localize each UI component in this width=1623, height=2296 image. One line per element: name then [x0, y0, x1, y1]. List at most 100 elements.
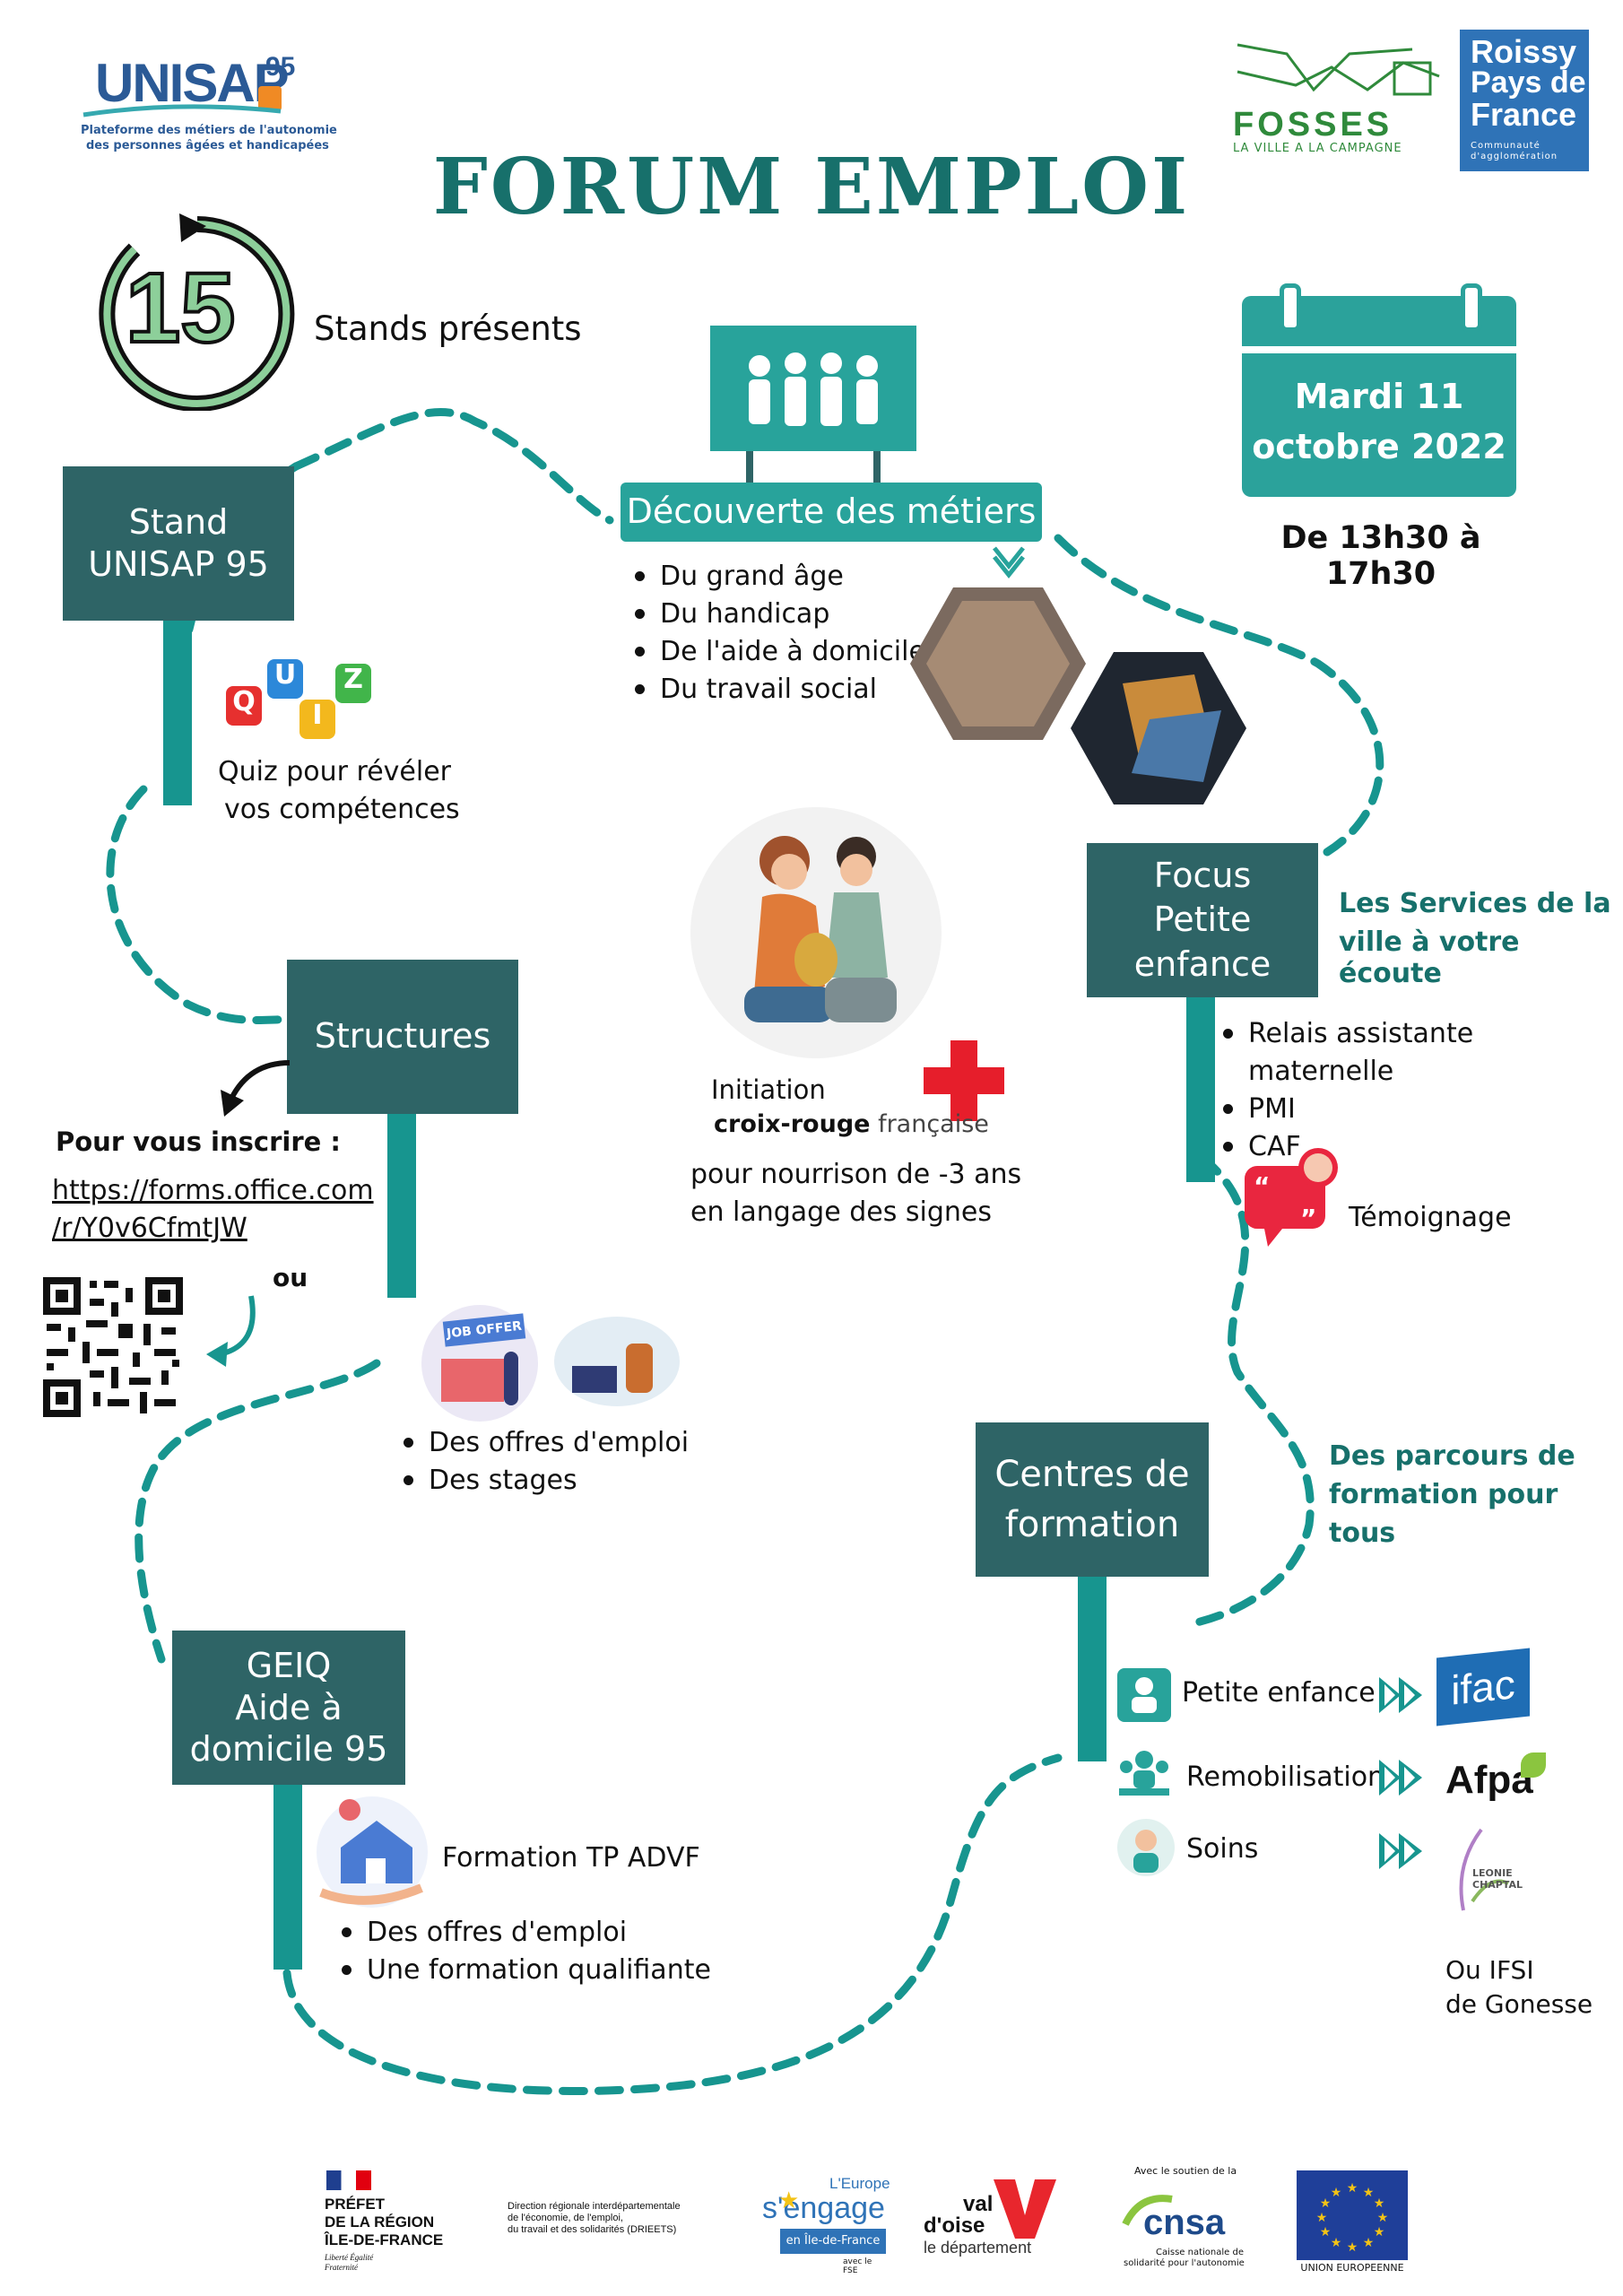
double-chevron-right-icon [1379, 1760, 1422, 1796]
quiz-letter-i: I [299, 700, 335, 739]
leonie-chaptal-text: LEONIE CHAPTAL [1472, 1867, 1523, 1891]
double-chevron-right-icon [1379, 1833, 1422, 1869]
temoignage-label: Témoignage [1349, 1202, 1512, 1233]
europe-line-2: s'engage [762, 2191, 885, 2225]
svg-text:★: ★ [1331, 2236, 1342, 2250]
ifsi-line-1: Ou IFSI [1445, 1955, 1534, 1985]
fosses-tagline: LA VILLE A LA CAMPAGNE [1233, 142, 1402, 155]
focus-box: Focus Petite enfance [1087, 843, 1318, 997]
svg-text:★: ★ [1363, 2186, 1375, 2200]
afpa-leaf-icon [1521, 1752, 1546, 1778]
geiq-formation: Formation TP ADVF [442, 1842, 700, 1874]
unisap-logo-text: UNISAP [95, 53, 290, 113]
curved-arrow-icon [221, 1060, 291, 1117]
chevron-down-icon [993, 546, 1025, 578]
office-illustration [554, 1317, 680, 1406]
list-item: Des offres d'emploi [336, 1914, 711, 1952]
croix-rouge-brand: croix-rouge française [714, 1110, 989, 1138]
svg-text:★: ★ [1377, 2211, 1389, 2225]
registration-link-2[interactable]: /r/Y0v6CfmtJW [52, 1213, 247, 1244]
roissy-line3: France [1471, 96, 1577, 133]
svg-text:★: ★ [1320, 2225, 1332, 2239]
nurse-icon [1117, 1819, 1175, 1876]
geiq-title-2: Aide à [235, 1687, 343, 1727]
structures-list: Des offres d'emploi Des stages [398, 1424, 689, 1500]
focus-list: Relais assistante maternelle PMI CAF [1218, 1015, 1623, 1166]
centres-box: Centres de formation [976, 1422, 1209, 1577]
afpa-logo-text: Afpa [1445, 1758, 1533, 1802]
svg-text:★: ★ [1320, 2196, 1332, 2211]
unisap-logo-num: 95 [265, 52, 296, 82]
fosses-landscape-icon [1237, 43, 1440, 96]
svg-text:★: ★ [1347, 2181, 1358, 2196]
list-item: PMI [1218, 1091, 1623, 1128]
first-aid-illustration [690, 807, 942, 1058]
leonie-plant-icon [1459, 1828, 1509, 1911]
croix-rouge-desc-1: pour nourrison de -3 ans [690, 1159, 1022, 1190]
unisap-swoosh-icon [82, 104, 282, 117]
centres-title-2: formation [1004, 1504, 1180, 1545]
valdoise-line-1: val [963, 2192, 994, 2216]
focus-title-1: Focus [1153, 855, 1252, 895]
focus-bar [1186, 997, 1215, 1182]
valdoise-logo: val d'oise le département [924, 2179, 1067, 2269]
centre-row-label: Soins [1186, 1833, 1259, 1865]
drieets-line-2: de l'économie, de l'emploi, [508, 2213, 623, 2223]
centres-bar [1078, 1577, 1107, 1761]
svg-text:★: ★ [1374, 2196, 1385, 2211]
structures-bar [387, 1114, 416, 1298]
geiq-box: GEIQ Aide à domicile 95 [172, 1631, 405, 1785]
medical-staff-image [710, 326, 916, 451]
centres-side-2: formation pour [1329, 1479, 1558, 1510]
quiz-caption-2: vos compétences [224, 794, 460, 825]
roissy-line2: Pays de [1471, 65, 1586, 100]
date-line2: octobre 2022 [1252, 427, 1506, 466]
stand-unisap-bar [163, 621, 192, 805]
qr-code[interactable] [43, 1277, 183, 1417]
registration-link-1[interactable]: https://forms.office.com [52, 1175, 374, 1206]
focus-side-2: ville à votre écoute [1339, 926, 1520, 989]
inscrire-label: Pour vous inscrire : [56, 1126, 341, 1157]
valdoise-line-2: d'oise [924, 2213, 985, 2238]
afpa-logo: Afpa [1445, 1758, 1533, 1803]
cnsa-swoosh-icon [1122, 2195, 1173, 2226]
focus-title-2: Petite [1153, 900, 1252, 940]
valdoise-line-3: le département [924, 2239, 1032, 2257]
quiz-letter-u: U [267, 659, 303, 699]
calendar-icon: Mardi 11 octobre 2022 [1242, 283, 1516, 497]
ifac-logo: ifac [1436, 1648, 1530, 1726]
focus-title-3: enfance [1133, 944, 1271, 984]
europe-line-4: avec le FSE [843, 2257, 872, 2275]
decouverte-title-box: Découverte des métiers [621, 483, 1042, 542]
decouverte-list: Du grand âge Du handicap De l'aide à dom… [629, 558, 925, 709]
baby-icon [1117, 1668, 1171, 1722]
centres-side-1: Des parcours de [1329, 1440, 1575, 1472]
europe-star-icon: ★ [778, 2187, 800, 2214]
list-item: Une formation qualifiante [336, 1952, 711, 1989]
countdown-15-icon [99, 213, 295, 411]
valdoise-v-icon [994, 2179, 1056, 2239]
unisap-house-icon [258, 86, 282, 111]
list-item: De l'aide à domicile [629, 633, 925, 671]
croix-rouge-brand-light: française [870, 1110, 989, 1138]
prefet-line-1: PRÉFET [325, 2196, 386, 2213]
quiz-letter-z: Z [335, 664, 371, 703]
marianne-icon [326, 2170, 371, 2190]
ou-label: ou [273, 1263, 308, 1292]
testimonial-icon: “ ” [1245, 1148, 1338, 1247]
page-title: FORUM EMPLOI [432, 142, 1191, 232]
svg-text:★: ★ [1363, 2236, 1375, 2250]
list-item: CAF [1218, 1128, 1623, 1166]
stands-label: Stands présents [314, 309, 582, 348]
cnsa-text: cnsa [1143, 2203, 1226, 2242]
vr-photo-hexagon [910, 587, 1086, 740]
croix-rouge-desc-2: en langage des signes [690, 1196, 992, 1228]
eu-label: UNION EUROPEENNE [1300, 2262, 1404, 2274]
date-hours: De 13h30 à 17h30 [1280, 520, 1481, 592]
ifsi-line-2: de Gonesse [1445, 1989, 1593, 2019]
structures-box: Structures [287, 960, 518, 1114]
centres-side-3: tous [1329, 1518, 1396, 1549]
list-item: Des offres d'emploi [398, 1424, 689, 1462]
double-chevron-right-icon [1379, 1677, 1422, 1713]
stand-unisap-title-1: Stand [128, 501, 229, 542]
